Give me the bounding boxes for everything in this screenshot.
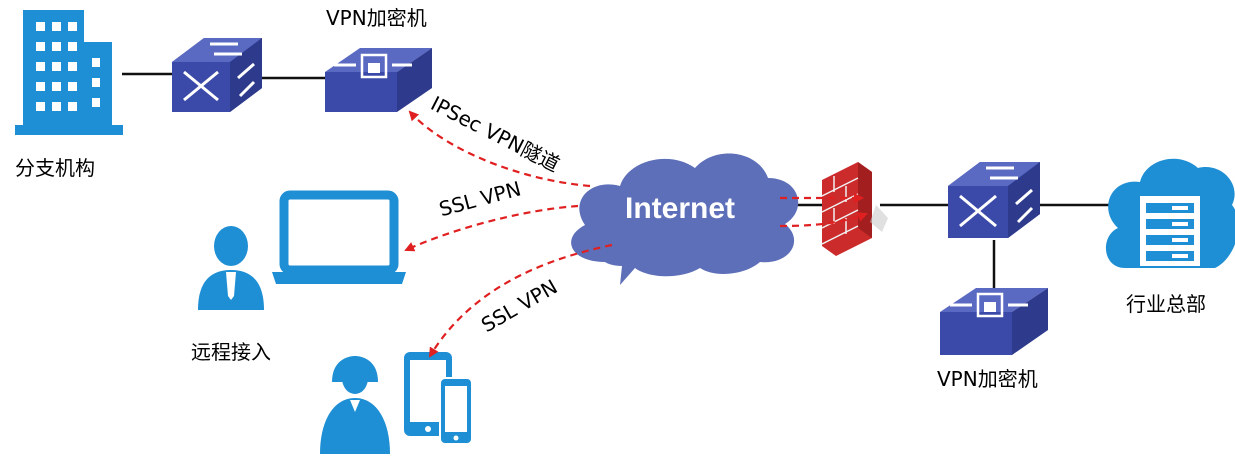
vpn-encryptor-bottom-icon [940,288,1048,355]
internet-cloud-icon [571,153,799,285]
firewall-icon [821,162,888,256]
ssl-tunnel-mobile [428,243,613,358]
remote-access-label: 远程接入 [191,340,271,364]
male-user-icon [198,226,264,310]
vpn-bottom-label: VPN加密机 [937,367,1038,391]
hq-server-cloud-icon [1105,158,1235,268]
laptop-icon [272,190,406,284]
switch-left-icon [172,38,262,112]
switch-hq-icon [948,162,1040,238]
hq-label: 行业总部 [1126,292,1206,316]
ssl-tunnel-laptop [404,204,579,252]
vpn-tunnels [404,110,868,358]
mobile-devices-icon [404,352,473,445]
vpn-encryptor-top-icon [325,48,432,112]
hq-tunnel-bottom [779,212,868,228]
ipsec-tunnel [408,110,591,188]
vpn-top-label: VPN加密机 [326,6,427,30]
building-icon [15,10,123,135]
female-user-icon [320,356,390,454]
branch-label: 分支机构 [15,156,95,180]
internet-label: Internet [625,192,735,225]
